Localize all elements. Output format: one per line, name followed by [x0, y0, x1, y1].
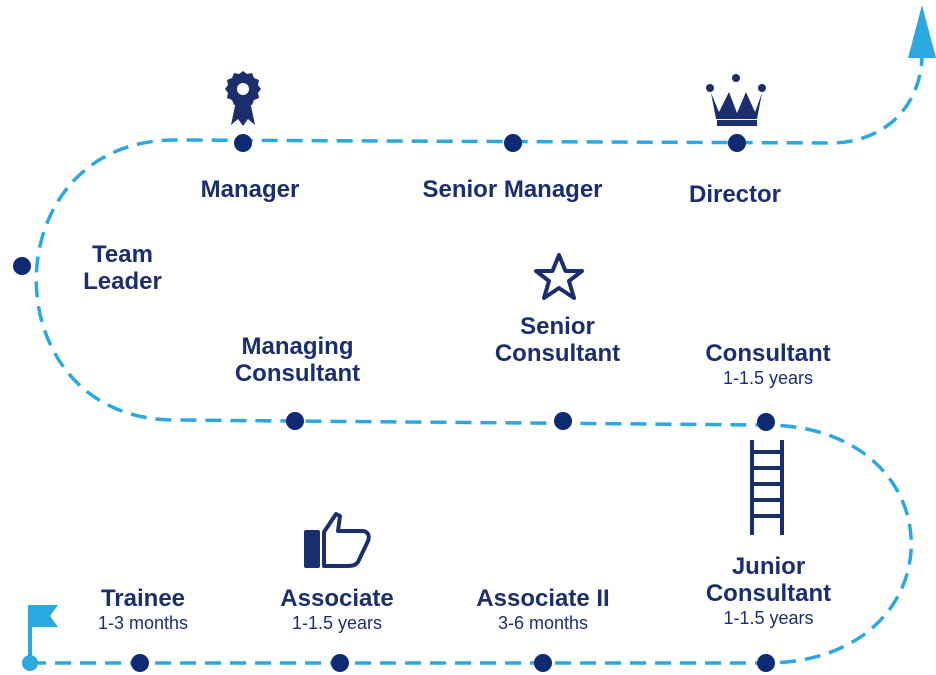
- junior-consultant-title-line1: Junior: [731, 553, 806, 580]
- associate-marker: [331, 654, 349, 672]
- associate-title: Associate: [280, 585, 394, 612]
- associate-ii-duration: 3-6 months: [497, 613, 589, 633]
- crown-icon: [706, 74, 766, 126]
- team-leader-title-line2: Leader: [83, 268, 162, 295]
- director-title: Director: [688, 181, 782, 208]
- managing-consultant-title-line2: Consultant: [234, 360, 361, 387]
- manager-title: Manager: [200, 176, 300, 203]
- award-ribbon-icon: [225, 71, 261, 126]
- associate-ii-marker: [534, 654, 552, 672]
- ladder-icon: [750, 440, 784, 535]
- junior-consultant-label: Junior Consultant 1-1.5 years: [686, 553, 851, 629]
- senior-consultant-title-line1: Senior: [520, 313, 595, 340]
- managing-consultant-label: Managing Consultant: [215, 333, 380, 387]
- consultant-title: Consultant: [705, 340, 831, 367]
- junior-consultant-marker: [757, 654, 775, 672]
- junior-consultant-duration: 1-1.5 years: [723, 608, 814, 628]
- managing-consultant-marker: [286, 412, 304, 430]
- senior-manager-marker: [504, 134, 522, 152]
- consultant-label: Consultant 1-1.5 years: [688, 340, 848, 389]
- consultant-marker: [757, 413, 775, 431]
- trainee-marker: [131, 654, 149, 672]
- team-leader-marker: [13, 257, 31, 275]
- manager-label: Manager: [180, 176, 320, 203]
- director-marker: [728, 134, 746, 152]
- trainee-label: Trainee 1-3 months: [78, 585, 208, 634]
- path-start-marker: [22, 655, 38, 671]
- associate-ii-label: Associate II 3-6 months: [458, 585, 628, 634]
- career-path-line: [30, 54, 924, 665]
- star-icon: [534, 253, 584, 300]
- managing-consultant-title-line1: Managing: [241, 333, 354, 360]
- senior-manager-title: Senior Manager: [422, 176, 603, 203]
- trainee-duration: 1-3 months: [97, 613, 189, 633]
- senior-consultant-label: Senior Consultant: [475, 313, 640, 367]
- senior-consultant-title-line2: Consultant: [494, 340, 621, 367]
- associate-duration: 1-1.5 years: [291, 613, 383, 633]
- associate-ii-title: Associate II: [476, 585, 610, 612]
- junior-consultant-title-line2: Consultant: [705, 580, 832, 607]
- senior-manager-label: Senior Manager: [400, 176, 625, 203]
- senior-consultant-marker: [554, 412, 572, 430]
- team-leader-label: Team Leader: [65, 241, 180, 295]
- thumbs-up-icon: [304, 512, 371, 568]
- flag-icon: [28, 605, 58, 663]
- manager-marker: [234, 134, 252, 152]
- associate-label: Associate 1-1.5 years: [262, 585, 412, 634]
- arrow-up-icon: [908, 5, 936, 58]
- trainee-title: Trainee: [100, 585, 186, 612]
- team-leader-title-line1: Team: [92, 241, 153, 268]
- consultant-duration: 1-1.5 years: [722, 368, 814, 388]
- director-label: Director: [670, 181, 800, 208]
